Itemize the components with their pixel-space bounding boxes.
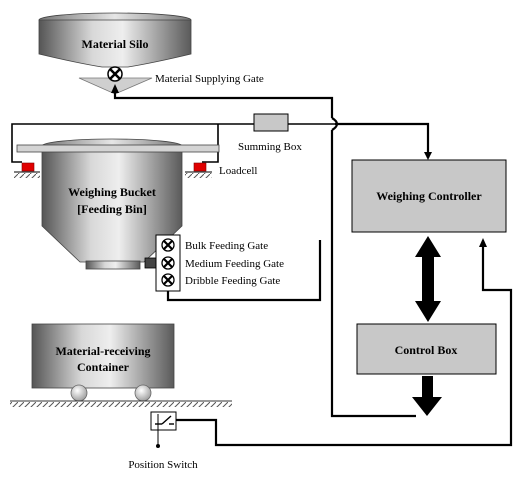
arrow-to-controller-icon [424,152,432,160]
dribble-gate-valve-icon [161,273,175,287]
bulk-gate-valve-icon [161,238,175,252]
control-box [356,323,497,375]
bulk-gate-label: Bulk Feeding Gate [185,240,268,252]
material-silo: Material Silo [38,12,192,95]
container-title-line1: Material-receiving [55,344,150,358]
summing-box [253,113,289,132]
arrow-from-switch-icon [479,238,487,247]
loadcell-wiring [11,123,335,163]
silo-title: Material Silo [82,37,149,51]
bidirectional-arrow-icon [415,236,441,322]
loadcell-label: Loadcell [219,165,257,177]
dribble-gate-label: Dribble Feeding Gate [185,275,280,287]
medium-gate-valve-icon [161,256,175,270]
container-title-line2: Container [77,360,130,374]
control-box-title: Control Box [395,343,458,357]
loadcell-left [14,162,40,178]
control-output-arrow-icon [412,376,442,416]
bucket-title-line1: Weighing Bucket [68,185,156,199]
summing-box-label: Summing Box [238,141,302,153]
position-switch-icon [150,411,177,448]
bucket-title-line2: [Feeding Bin] [77,202,147,216]
container-wheels [70,384,152,402]
medium-gate-label: Medium Feeding Gate [185,258,284,270]
weighing-controller-box [351,159,507,233]
position-switch-label: Position Switch [128,459,198,471]
supply-gate-label: Material Supplying Gate [155,73,264,85]
supply-gate-valve-icon [107,66,123,82]
ground [10,400,232,407]
loadcell-right [185,162,212,178]
weighing-controller-title: Weighing Controller [376,189,482,203]
material-receiving-container: Material-receiving Container [31,323,175,389]
weighing-bucket: Weighing Bucket [Feeding Bin] [16,138,220,270]
arrow-to-supply-gate-icon [111,84,119,93]
